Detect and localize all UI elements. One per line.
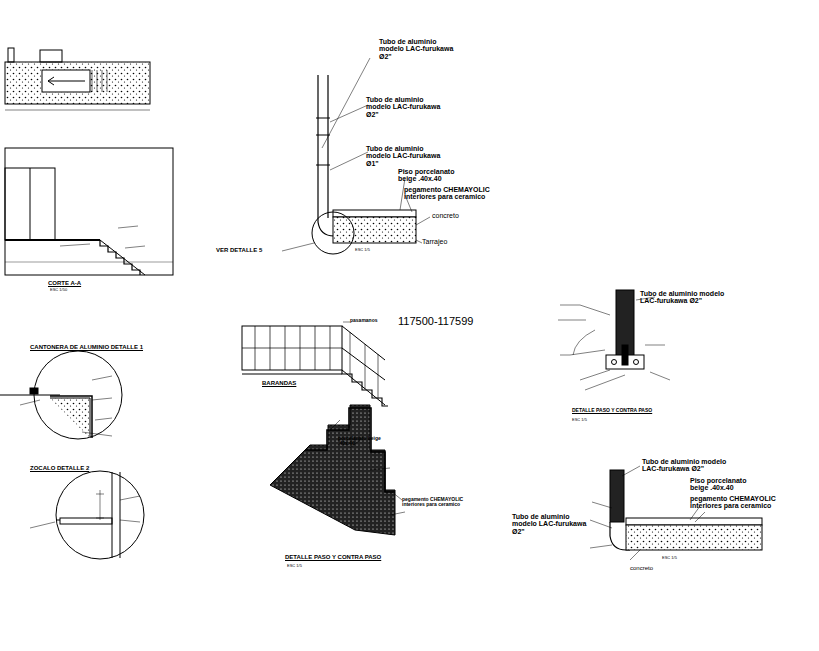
annotation-label: DETALLE PASO Y CONTRA PASO <box>572 408 702 413</box>
annotation-label: CANTONERA DE ALUMINIO DETALLE 1 <box>30 344 170 350</box>
annotation-label: ESC 1/5 <box>662 556 702 560</box>
annotation-label: 117500-117599 <box>398 316 498 328</box>
annotation-label: Tubo de aluminio modelo LAC-furukawa Ø2" <box>640 290 725 305</box>
annotation-label: Tubo de aluminio modelo LAC-furukawa Ø2" <box>379 38 459 60</box>
annotation-label: concreto <box>432 212 482 219</box>
annotation-label: ESC 1/5 <box>355 248 395 252</box>
annotation-label: ESC 1/5 <box>572 418 612 422</box>
annotation-label: pegamento CHEMAYOLIC interiores para cer… <box>404 186 499 201</box>
annotation-label: Tubo de aluminio modelo LAC-furukawa Ø1" <box>366 145 446 167</box>
annotation-label: ESC 1/50 <box>50 288 90 292</box>
annotation-label: Tubo de aluminio modelo LAC-furukawa Ø2" <box>366 96 446 118</box>
annotation-label: VER DETALLE 5 <box>216 247 286 253</box>
annotation-label: CORTE A-A <box>48 280 108 286</box>
annotation-label: ESC 1/5 <box>287 564 327 568</box>
annotation-label: concreto <box>630 565 680 571</box>
annotation-label: Piso porcelanato beige .40x.40 <box>398 168 468 183</box>
annotation-label: Piso porcelanato beige .40x.40 <box>690 477 765 492</box>
annotation-label: ZOCALO DETALLE 2 <box>30 465 120 471</box>
annotation-label: Tubo de aluminio modelo LAC-furukawa Ø2" <box>512 513 590 535</box>
annotation-label: pasamanos <box>350 318 400 323</box>
annotation-label: Tarrajeo <box>422 238 472 245</box>
annotation-label: porcelanato beige .40x.40 <box>338 436 398 447</box>
annotation-label: pegamento CHEMAYOLIC interiores para cer… <box>402 497 487 508</box>
annotation-label: pegamento CHEMAYOLIC interiores para cer… <box>690 495 790 510</box>
annotation-label: Tubo de aluminio modelo LAC-furukawa Ø2" <box>642 458 727 473</box>
annotation-label: DETALLE PASO Y CONTRA PASO <box>285 554 415 560</box>
annotation-label: BARANDAS <box>262 380 312 386</box>
